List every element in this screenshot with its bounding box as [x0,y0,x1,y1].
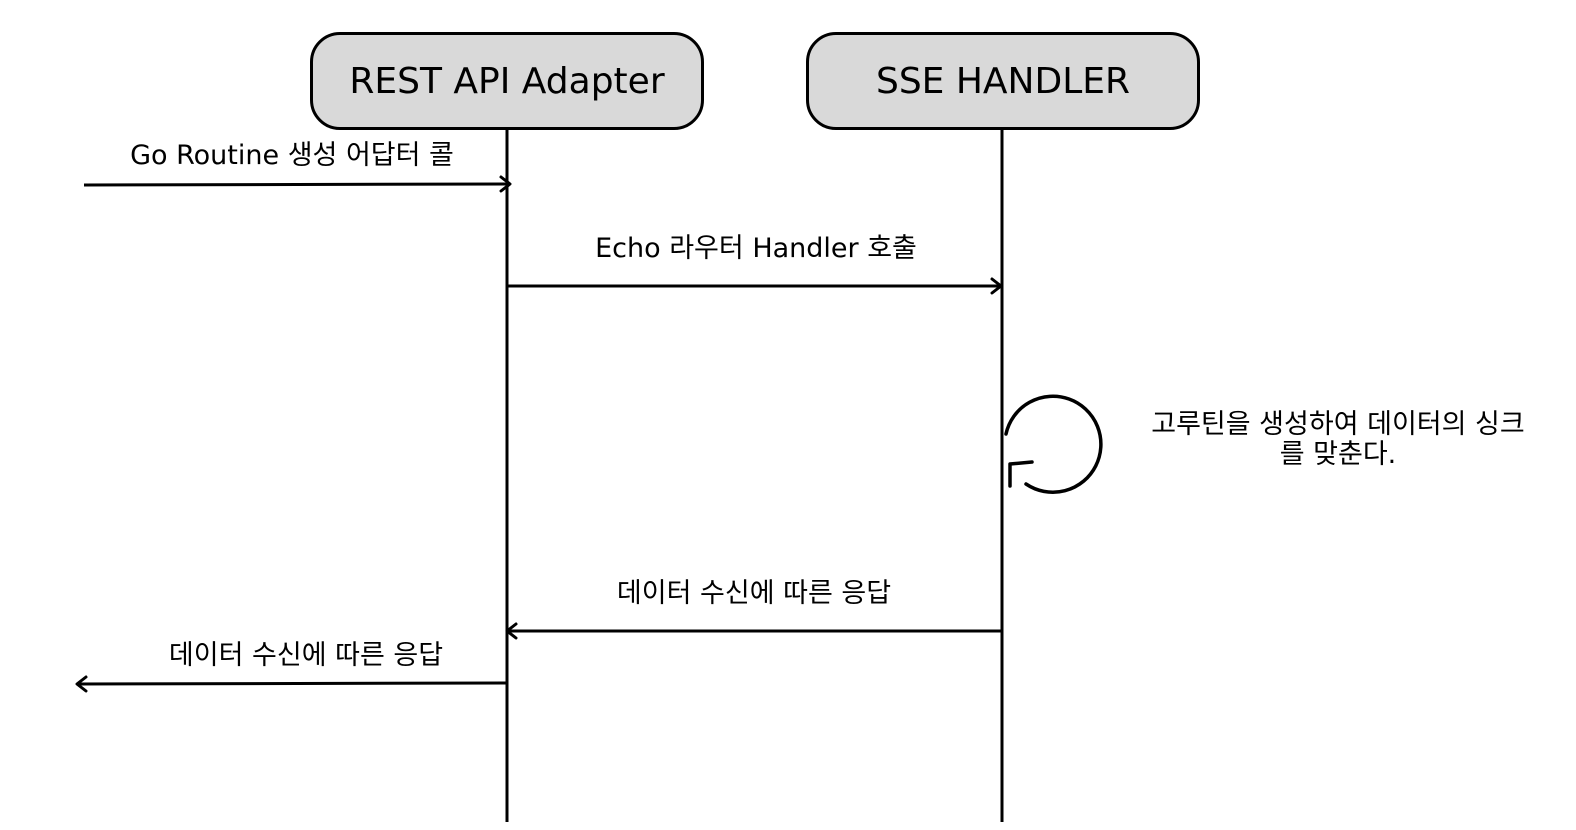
message-label-adapter-response: 데이터 수신에 따른 응답 [168,640,444,671]
arrow-sse-response [505,622,1002,640]
arrow-echo-handler-call [507,277,1003,295]
message-label-echo-handler-call: Echo 라우터 Handler 호출 [595,233,917,264]
self-loop-arrow [1004,394,1103,494]
message-label-sse-response: 데이터 수신에 따른 응답 [616,578,892,609]
arrow-go-routine-call [83,175,512,193]
participant-sse-handler: SSE HANDLER [806,32,1200,130]
message-label-go-routine-call: Go Routine 생성 어답터 콜 [130,140,454,171]
arrow-adapter-response [75,675,508,693]
participant-rest-api-adapter: REST API Adapter [310,32,704,130]
message-label-self-sync: 고루틴을 생성하여 데이터의 싱크 를 맞춘다. [1151,409,1525,470]
